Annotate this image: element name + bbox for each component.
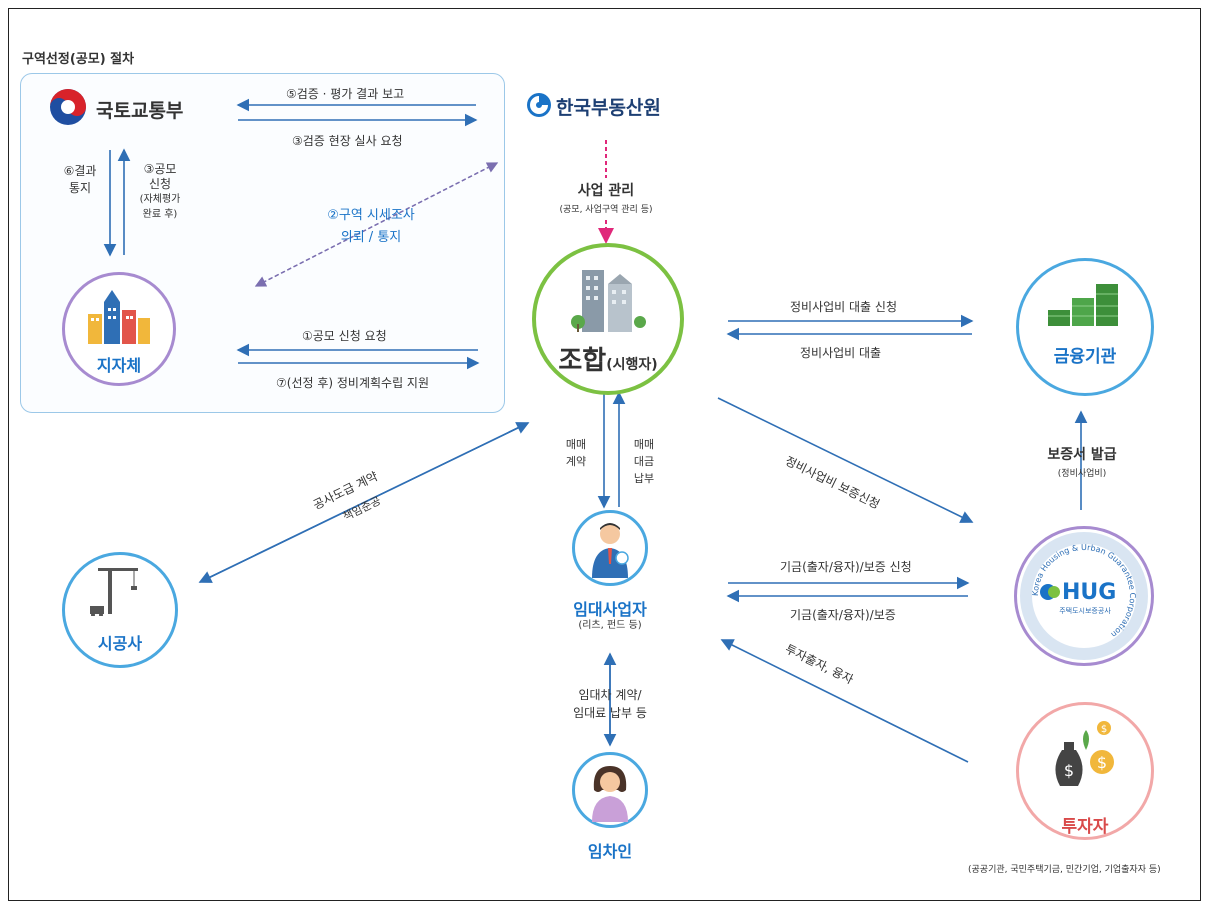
woman-avatar-icon bbox=[584, 760, 636, 828]
taegeuk-logo-icon bbox=[50, 89, 86, 125]
label-fund-request: 기금(출자/융자)/보증 신청 bbox=[780, 560, 912, 574]
label-guarantee-issue-sub: (정비사업비) bbox=[1057, 469, 1107, 479]
label-sale-payment-line1: 매매 bbox=[633, 438, 655, 451]
reb-logo bbox=[526, 92, 552, 122]
label-e3b: ③공모 신청 (자체평가 완료 후) bbox=[130, 162, 190, 222]
union-label: 조합(시행자) bbox=[532, 340, 684, 377]
arrow-investment bbox=[720, 639, 969, 763]
svg-text:$: $ bbox=[1097, 753, 1107, 772]
union-sub-label: (시행자) bbox=[606, 357, 658, 373]
mgmt-label: 사업 관리 bbox=[577, 183, 635, 199]
city-buildings-icon bbox=[84, 288, 154, 352]
hug-sub-label: 주택도시보증공사 bbox=[1059, 607, 1111, 615]
label-lease-line2: 임대료 납부 등 bbox=[573, 706, 647, 720]
label-e6: ⑥결과 통지 bbox=[56, 163, 104, 197]
apartment-icon bbox=[570, 264, 650, 340]
label-sale-contract-line1: 매매 bbox=[565, 438, 587, 451]
rental-biz-label: 임대사업자 bbox=[573, 600, 647, 619]
ministry-logo bbox=[47, 86, 89, 132]
arrow-price-survey-back bbox=[254, 162, 498, 287]
hug-logo-icon: Korea Housing & Urban Guarantee Corporat… bbox=[1020, 532, 1148, 660]
svg-text:$: $ bbox=[1064, 761, 1074, 780]
label-fund: 기금(출자/융자)/보증 bbox=[790, 608, 896, 622]
union-main-label: 조합 bbox=[558, 346, 607, 376]
label-sale-payment-line3: 납부 bbox=[633, 472, 655, 485]
investor-node bbox=[1016, 702, 1154, 840]
builder-node bbox=[62, 552, 178, 668]
mgmt-sub-label: (공모, 사업구역 관리 등) bbox=[559, 205, 653, 215]
label-sale-contract-line2: 계약 bbox=[565, 455, 587, 468]
builder-label: 시공사 bbox=[97, 634, 143, 653]
investor-label: 투자자 bbox=[1061, 817, 1109, 837]
label-loan-request: 정비사업비 대출 신청 bbox=[790, 300, 897, 314]
label-lease-line1: 임대차 계약/ bbox=[578, 688, 642, 702]
money-bag-icon: $ $ $ bbox=[1046, 718, 1126, 792]
investor-sub-label: (공공기관, 국민주택기금, 민간기업, 기업출자자 등) bbox=[968, 865, 1161, 875]
label-e2-line2: 의뢰 / 통지 bbox=[340, 230, 402, 245]
label-sale-payment: 매매 대금 납부 bbox=[624, 436, 664, 487]
label-e2-line1: ②구역 시세조사 bbox=[327, 208, 415, 223]
businessman-icon bbox=[586, 518, 634, 586]
hug-node bbox=[1014, 526, 1154, 666]
label-e3b-line1: ③공모 bbox=[143, 162, 177, 176]
reb-name: 한국부동산원 bbox=[556, 97, 661, 119]
label-loan: 정비사업비 대출 bbox=[800, 346, 882, 360]
label-e2: ②구역 시세조사 의뢰 / 통지 bbox=[296, 205, 446, 249]
money-stack-icon bbox=[1044, 274, 1124, 334]
finance-label: 금융기관 bbox=[1053, 347, 1117, 367]
label-sale-payment-line2: 대금 bbox=[633, 455, 655, 468]
label-e1: ①공모 신청 요청 bbox=[302, 329, 387, 343]
hug-label: HUG bbox=[1062, 580, 1117, 605]
tenant-label: 임차인 bbox=[587, 842, 633, 861]
label-e5: ⑤검증 · 평가 결과 보고 bbox=[286, 87, 405, 101]
label-e3b-line3: (자체평가 bbox=[139, 194, 181, 205]
svg-text:$: $ bbox=[1101, 724, 1107, 735]
rental-biz-sub-label: (리츠, 펀드 등) bbox=[578, 620, 642, 631]
reb-logo-icon bbox=[527, 93, 551, 117]
label-e3b-line2: 신청 bbox=[148, 177, 172, 191]
arrow-construction-contract-back bbox=[198, 422, 529, 583]
finance-node bbox=[1016, 258, 1154, 396]
region-title: 구역선정(공모) 절차 bbox=[22, 52, 135, 67]
local-gov-node bbox=[62, 272, 176, 386]
arrow-guarantee-request bbox=[717, 397, 974, 523]
label-e3: ③검증 현장 실사 요청 bbox=[292, 134, 403, 148]
label-e7: ⑦(선정 후) 정비계획수립 지원 bbox=[276, 376, 430, 390]
label-guarantee-issue: 보증서 발급 bbox=[1047, 447, 1117, 463]
crane-icon bbox=[88, 560, 148, 620]
label-lease: 임대차 계약/ 임대료 납부 등 bbox=[550, 686, 670, 722]
union-node bbox=[532, 243, 684, 395]
local-gov-label: 지자체 bbox=[96, 356, 142, 375]
label-sale-contract: 매매 계약 bbox=[556, 436, 596, 470]
label-e3b-line4: 완료 후) bbox=[142, 209, 178, 220]
label-e6-line1: ⑥결과 bbox=[63, 164, 97, 178]
ministry-name: 국토교통부 bbox=[96, 100, 184, 122]
diagram-frame bbox=[8, 8, 1201, 901]
label-e6-line2: 통지 bbox=[68, 181, 92, 195]
